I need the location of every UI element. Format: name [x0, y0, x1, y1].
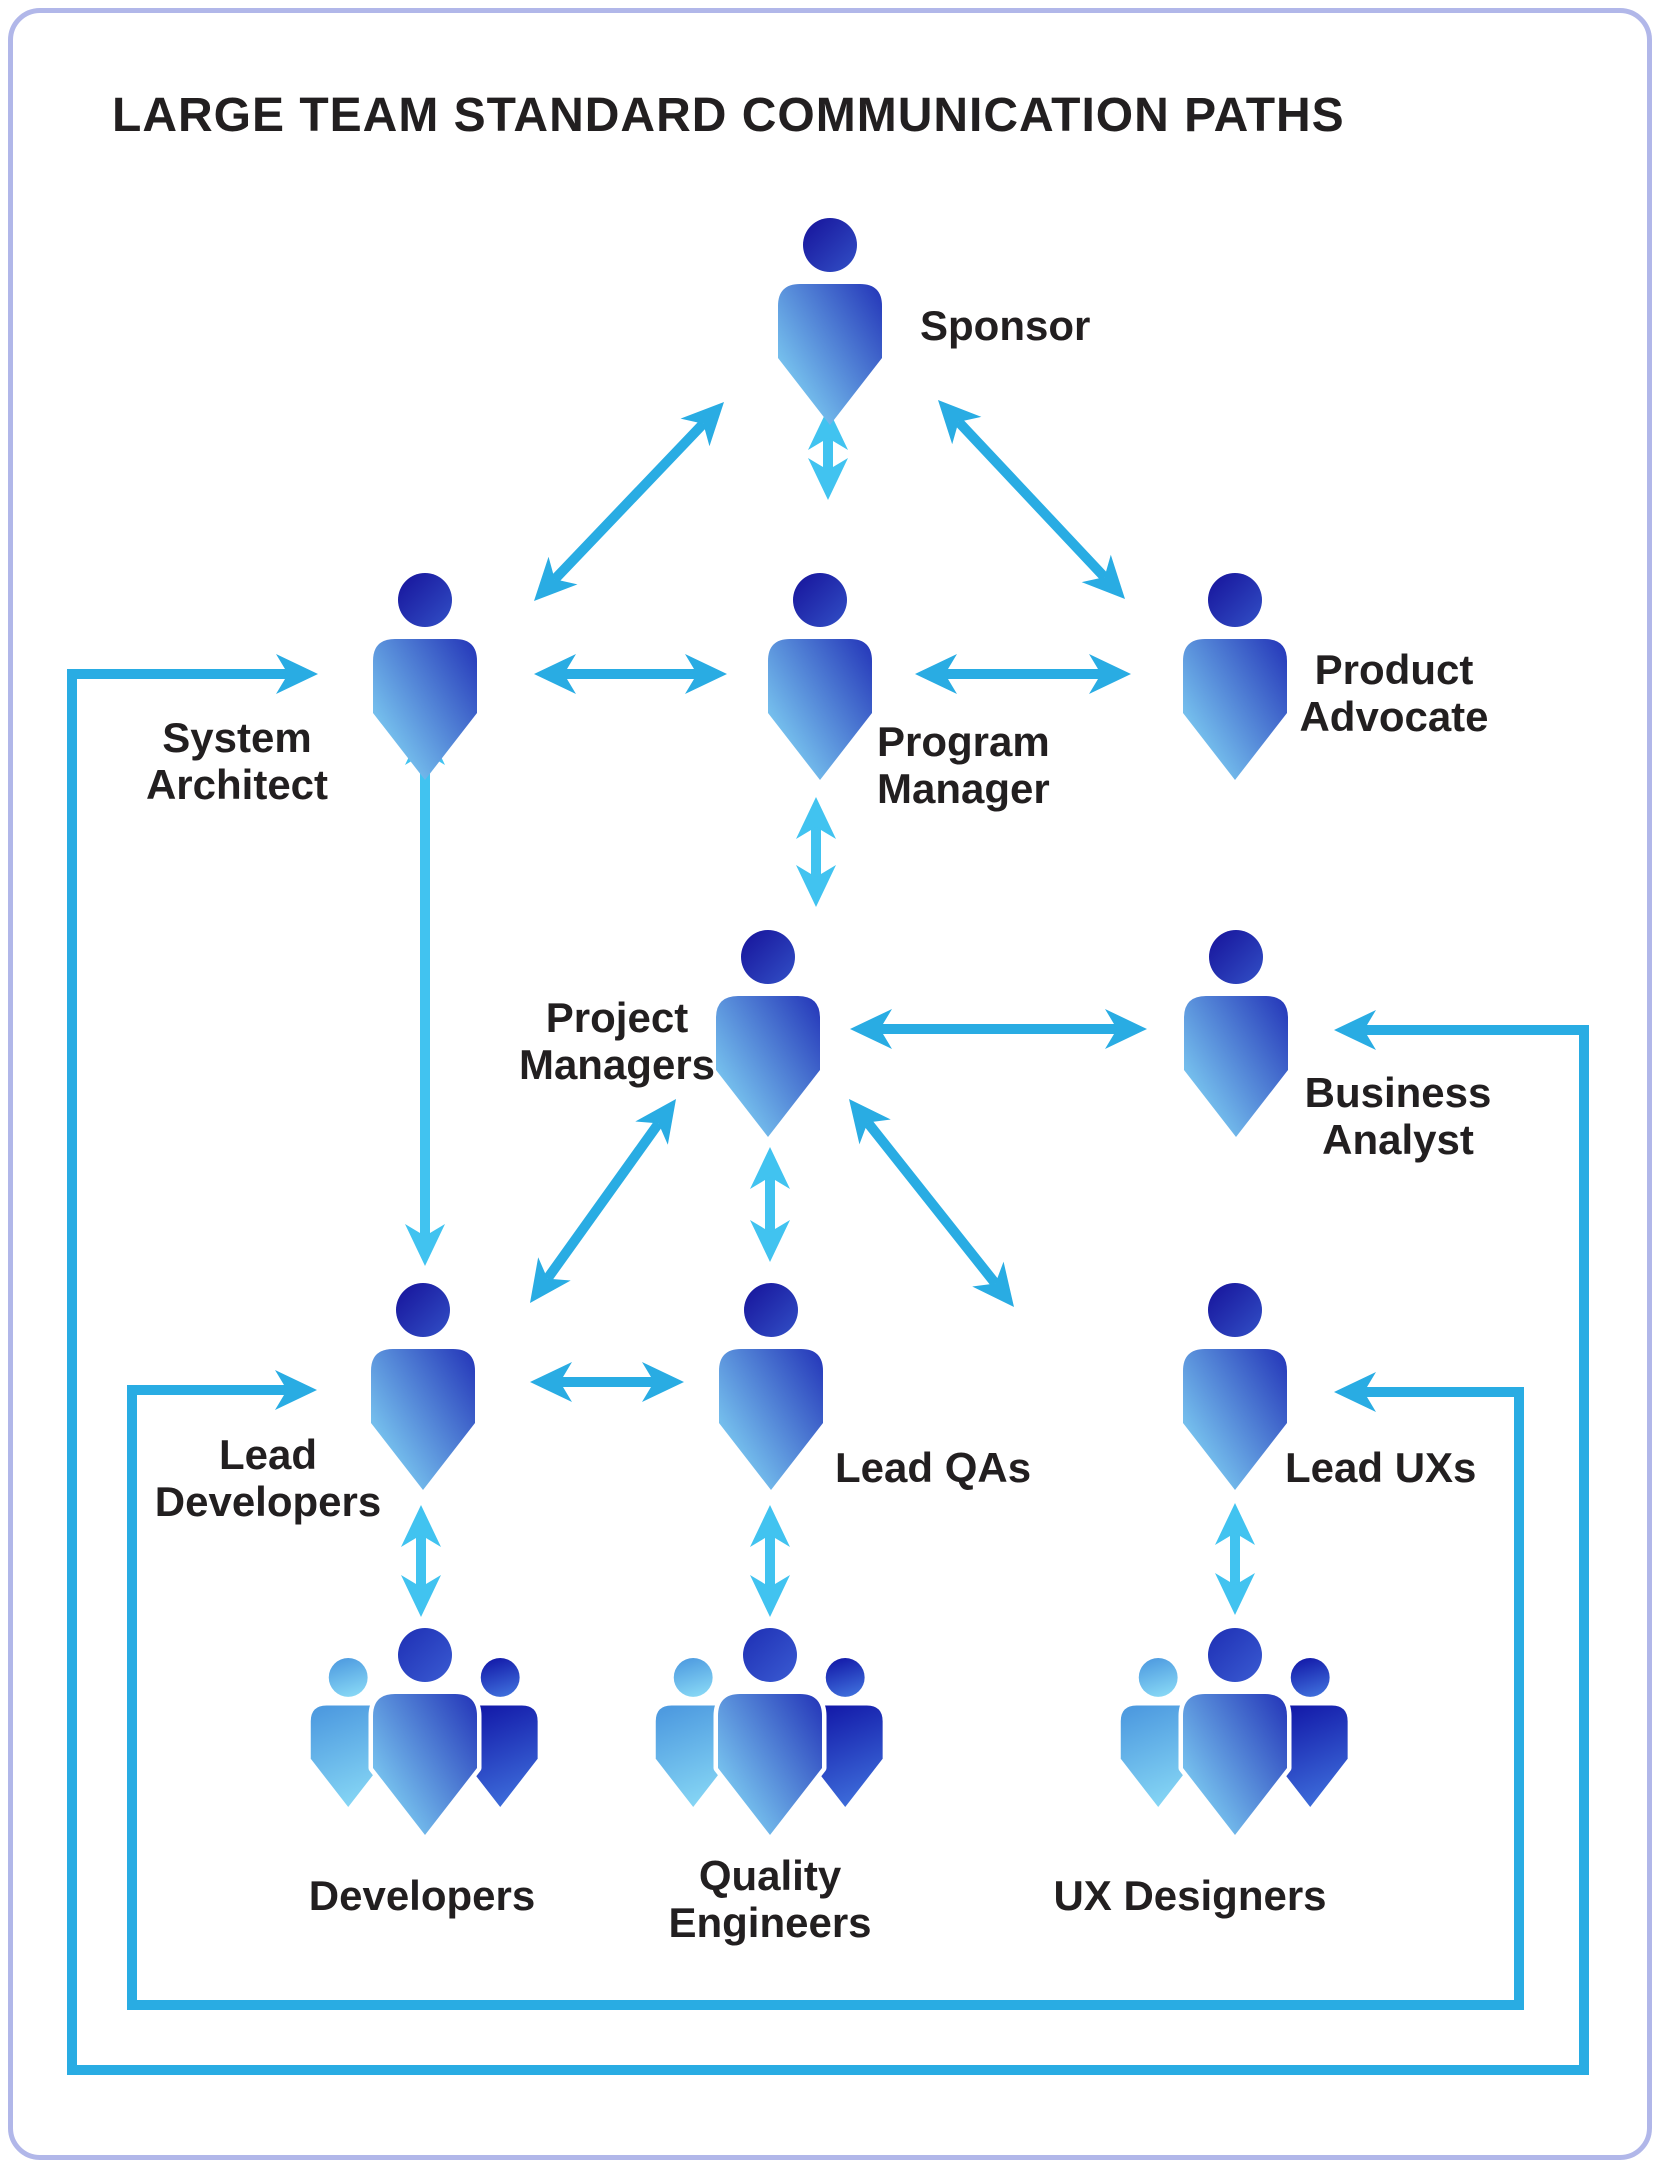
label-developers: Developers: [309, 1872, 535, 1919]
label-lead-qas: Lead QAs: [835, 1444, 1031, 1491]
node-lead-developers-icon: [371, 1283, 475, 1490]
edge-sponsor--product-advocate: [938, 399, 1125, 600]
label-sponsor: Sponsor: [920, 302, 1090, 349]
node-ux-designers-icon: [1120, 1623, 1348, 1840]
node-project-managers-icon: [716, 930, 820, 1137]
node-program-manager-icon: [768, 573, 872, 780]
page-title: LARGE TEAM STANDARD COMMUNICATION PATHS: [112, 89, 1345, 142]
label-lead-uxs: Lead UXs: [1285, 1444, 1476, 1491]
node-sponsor-icon: [778, 218, 882, 425]
node-system-architect-icon: [373, 573, 477, 780]
node-lead-qas-icon: [719, 1283, 823, 1490]
node-lead-uxs-icon: [1183, 1283, 1287, 1490]
node-business-analyst-icon: [1184, 930, 1288, 1137]
edge-system-architect--business-analyst-loop: [67, 654, 1589, 2075]
edge-sponsor--system-architect: [533, 401, 725, 602]
node-developers-icon: [310, 1623, 538, 1840]
node-quality-engineers-icon: [655, 1623, 883, 1840]
edge-project-managers--lead-developers: [530, 1099, 676, 1303]
node-product-advocate-icon: [1183, 573, 1287, 780]
label-ux-designers: UX Designers: [1053, 1872, 1326, 1919]
edge-lead-developers--lead-uxs-loop: [127, 1370, 1524, 2010]
edge-project-managers--lead-uxs: [848, 1099, 1015, 1307]
